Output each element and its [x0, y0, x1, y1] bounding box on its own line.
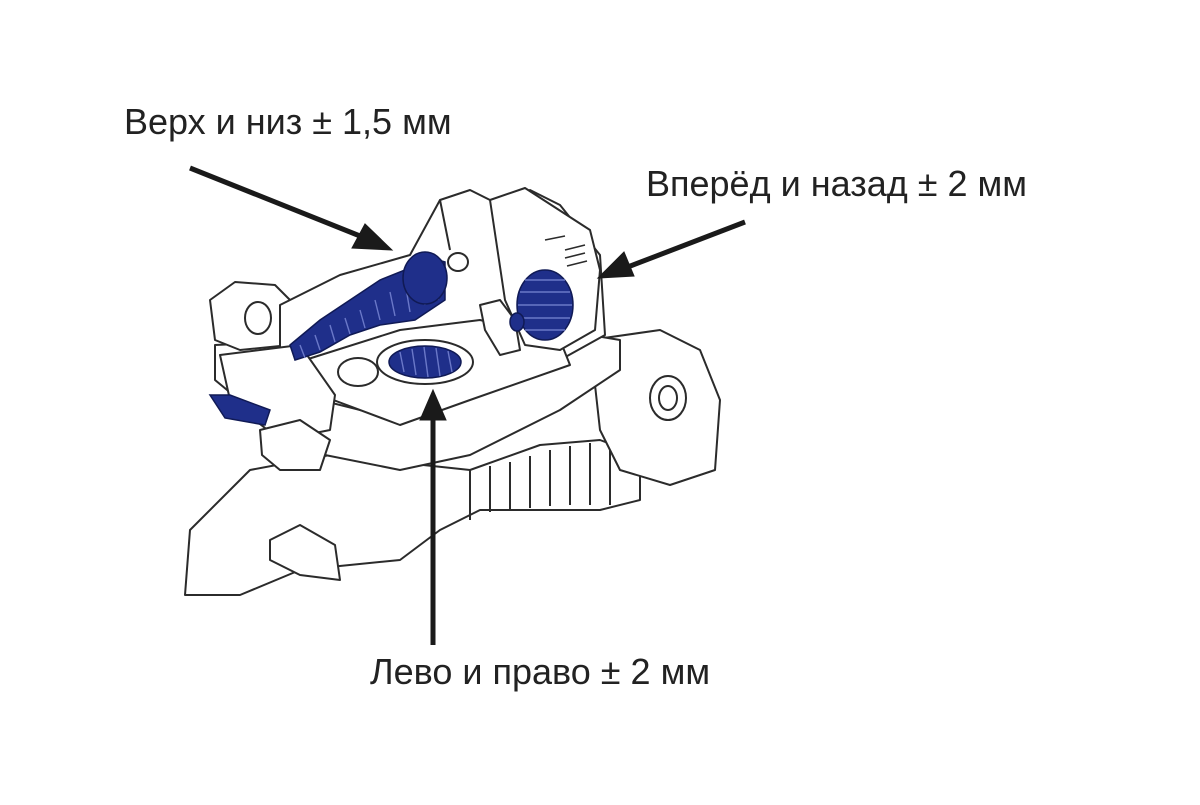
blue-tab-left: [208, 394, 271, 426]
tower-hook: [479, 299, 521, 356]
lever-ridges: [469, 443, 611, 520]
lateral-adjuster-screw: [388, 345, 462, 379]
mount-hole-right-inner: [658, 385, 678, 411]
label-lateral-adjustment: Лево и право ± 2 мм: [370, 651, 711, 692]
lever-hook: [269, 524, 341, 581]
front-clip: [259, 419, 331, 471]
mount-hole-left: [244, 301, 272, 335]
label-vertical-adjustment: Верх и низ ± 1,5 мм: [124, 101, 452, 142]
label-depth-adjustment: Вперёд и назад ± 2 мм: [646, 163, 1028, 204]
arrow-pointer-icon: [596, 219, 746, 279]
arrow-pointer-icon: [189, 165, 394, 251]
arrow-up-icon: [419, 388, 447, 645]
tower-screw: [447, 252, 469, 272]
adjusters: [208, 251, 574, 426]
tower-marks: [544, 235, 588, 267]
pointer-arrows: [189, 165, 746, 645]
depth-adjuster-ridges: [518, 279, 572, 331]
depth-adjuster-hub: [509, 312, 525, 332]
hinge-drawing: [184, 187, 721, 596]
vertical-adjuster-gear: [402, 251, 448, 305]
lateral-adjuster-ridges: [399, 346, 453, 378]
cover-round-mark: [337, 357, 379, 387]
